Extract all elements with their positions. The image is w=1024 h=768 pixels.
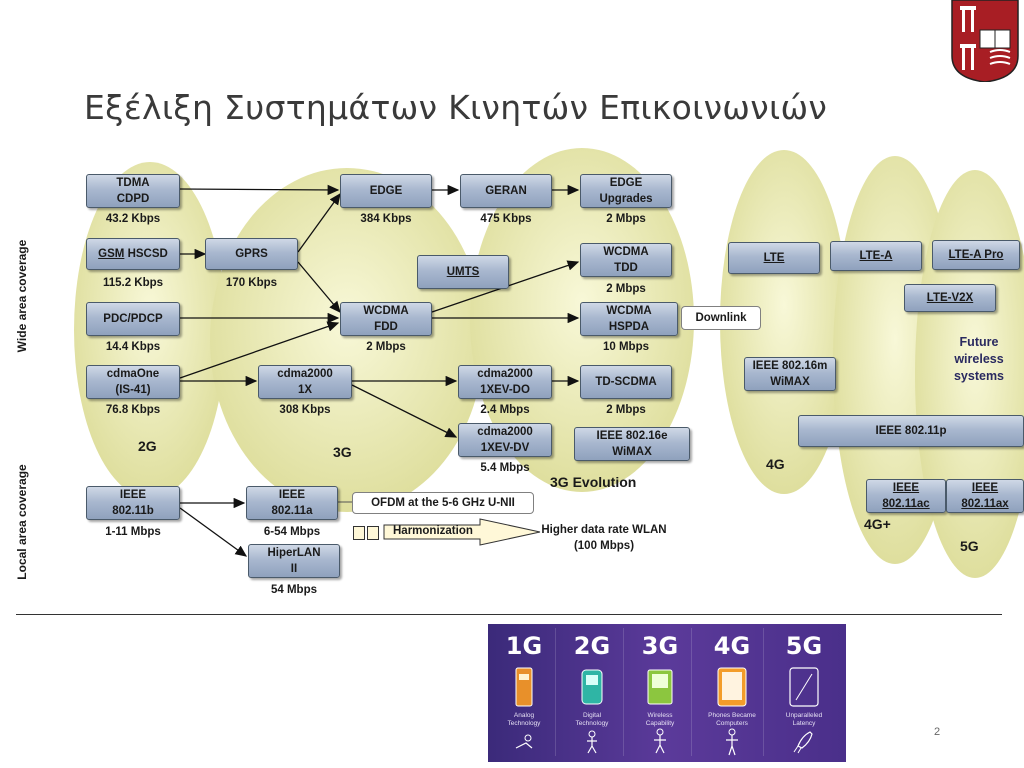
gen-3g-label: 3G [333,444,352,460]
tdma-rate: 43.2 Kbps [105,213,161,225]
gprs-rate: 170 Kbps [225,277,278,289]
arrow-tdma-edge [179,184,340,196]
td-scdma-rate: 2 Mbps [606,404,646,416]
arrow-gprs-wcdma [297,261,341,313]
harmonization-square-2 [367,526,379,540]
wcdma-tdd-rate: 2 Mbps [606,283,646,295]
geran-rate: 475 Kbps [480,213,532,225]
harmonization-label: Harmonization [393,525,473,537]
rocket-icon [793,731,813,754]
banner-tile-5g: 5G Unparalleled Latency [772,628,836,756]
banner-tile-3g: 3G Wireless Capability [628,628,692,756]
future-wireless-systems: Future wireless systems [953,335,1005,383]
separator-line [16,614,1002,615]
ieee-80211p-box: IEEE 802.11p [798,415,1024,447]
gen-4g-plus-label: 4G+ [864,516,891,532]
ieee-80211a-rate: 6-54 Mbps [263,526,321,538]
wlan-note: Higher data rate WLAN (100 Mbps) [541,524,667,552]
pdc-rate: 14.4 Kbps [105,341,161,353]
cdmaone-box: cdmaOne (IS-41) [86,365,180,399]
ellipse-5g [915,170,1024,578]
gsm-hscsd-box: GSM HSCSD [86,238,180,270]
walking-child-icon [654,728,666,754]
wcdma-tdd-box: WCDMA TDD [580,243,672,277]
smartphone-icon [717,667,747,707]
gen-2g-label: 2G [138,438,157,454]
harmonization-square-1 [353,526,365,540]
gsm-rate: 115.2 Kbps [102,277,164,289]
slide-title: Εξέλιξη Συστημάτων Κινητών Επικοινωνιών [84,88,828,127]
digital-phone-icon [581,669,603,705]
banner-tile-4g: 4G Phones Became Computers [700,628,764,756]
wcdma-fdd-rate: 2 Mbps [366,341,406,353]
ieee-80211ax-box: IEEE 802.11ax [946,479,1024,513]
toddler-icon [587,730,597,754]
edge-upgrades-rate: 2 Mbps [606,213,646,225]
td-scdma-box: TD-SCDMA [580,365,672,399]
gprs-box: GPRS [205,238,298,270]
gsm-label: GSM [98,248,125,260]
standing-person-icon [726,728,738,756]
cdma2000-evdv-box: cdma2000 1XEV-DV [458,423,552,457]
ellipse-4g [720,150,848,494]
arrow-cdma2000-evdv [351,384,458,438]
generations-banner: 1G Analog Technology 2G Digital Technolo… [488,624,846,762]
edge-rate: 384 Kbps [360,213,412,225]
pdc-pdcp-box: PDC/PDCP [86,302,180,336]
arrow-cdmaone-wcdma [179,321,340,379]
crawling-baby-icon [515,734,533,749]
arrow-11b-hiperlan [179,507,248,557]
tdma-cdpd-box: TDMA CDPD [86,174,180,208]
university-logo [951,0,1019,82]
geran-box: GERAN [460,174,552,208]
cdma2000-1x-box: cdma2000 1X [258,365,352,399]
banner-tile-1g: 1G Analog Technology [492,628,556,756]
umts-box: UMTS [417,255,509,289]
downlink-note: Downlink [681,306,761,330]
wcdma-fdd-box: WCDMA FDD [340,302,432,336]
lte-a-box: LTE-A [830,241,922,271]
ieee-80211b-rate: 1-11 Mbps [105,526,161,538]
ieee-80211a-box: IEEE 802.11a [246,486,338,520]
gen-4g-label: 4G [766,456,785,472]
edge-box: EDGE [340,174,432,208]
ofdm-note: OFDM at the 5-6 GHz U-NII [352,492,534,514]
cdmaone-rate: 76.8 Kbps [105,404,161,416]
evdv-rate: 5.4 Mbps [480,462,530,474]
evdo-rate: 2.4 Mbps [480,404,530,416]
gen-5g-label: 5G [960,538,979,554]
analog-phone-icon [515,667,533,707]
cdma2000-rate: 308 Kbps [279,404,331,416]
harmonization-arrow [383,518,541,546]
arrow-gprs-edge [297,192,341,253]
ieee-80216e-box: IEEE 802.16e WiMAX [574,427,690,461]
lte-v2x-box: LTE-V2X [904,284,996,312]
gen-3g-evolution-label: 3G Evolution [550,474,637,490]
lte-box: LTE [728,242,820,274]
hiperlan-box: HiperLAN II [248,544,340,578]
wide-area-coverage-label: Wide area coverage [15,239,29,353]
hiperlan-rate: 54 Mbps [270,584,317,596]
future-device-icon [789,667,819,707]
cdma2000-evdo-box: cdma2000 1XEV-DO [458,365,552,399]
ieee-80211ac-box: IEEE 802.11ac [866,479,946,513]
local-area-coverage-label: Local area coverage [15,464,29,580]
ieee-80211b-box: IEEE 802.11b [86,486,180,520]
page-number: 2 [934,726,941,738]
wireless-phone-icon [647,669,673,705]
ieee-80216m-box: IEEE 802.16m WiMAX [744,357,836,391]
wcdma-hspda-box: WCDMA HSPDA [580,302,678,336]
banner-tile-2g: 2G Digital Technology [560,628,624,756]
edge-upgrades-box: EDGE Upgrades [580,174,672,208]
hspda-rate: 10 Mbps [602,341,649,353]
lte-a-pro-box: LTE-A Pro [932,240,1020,270]
